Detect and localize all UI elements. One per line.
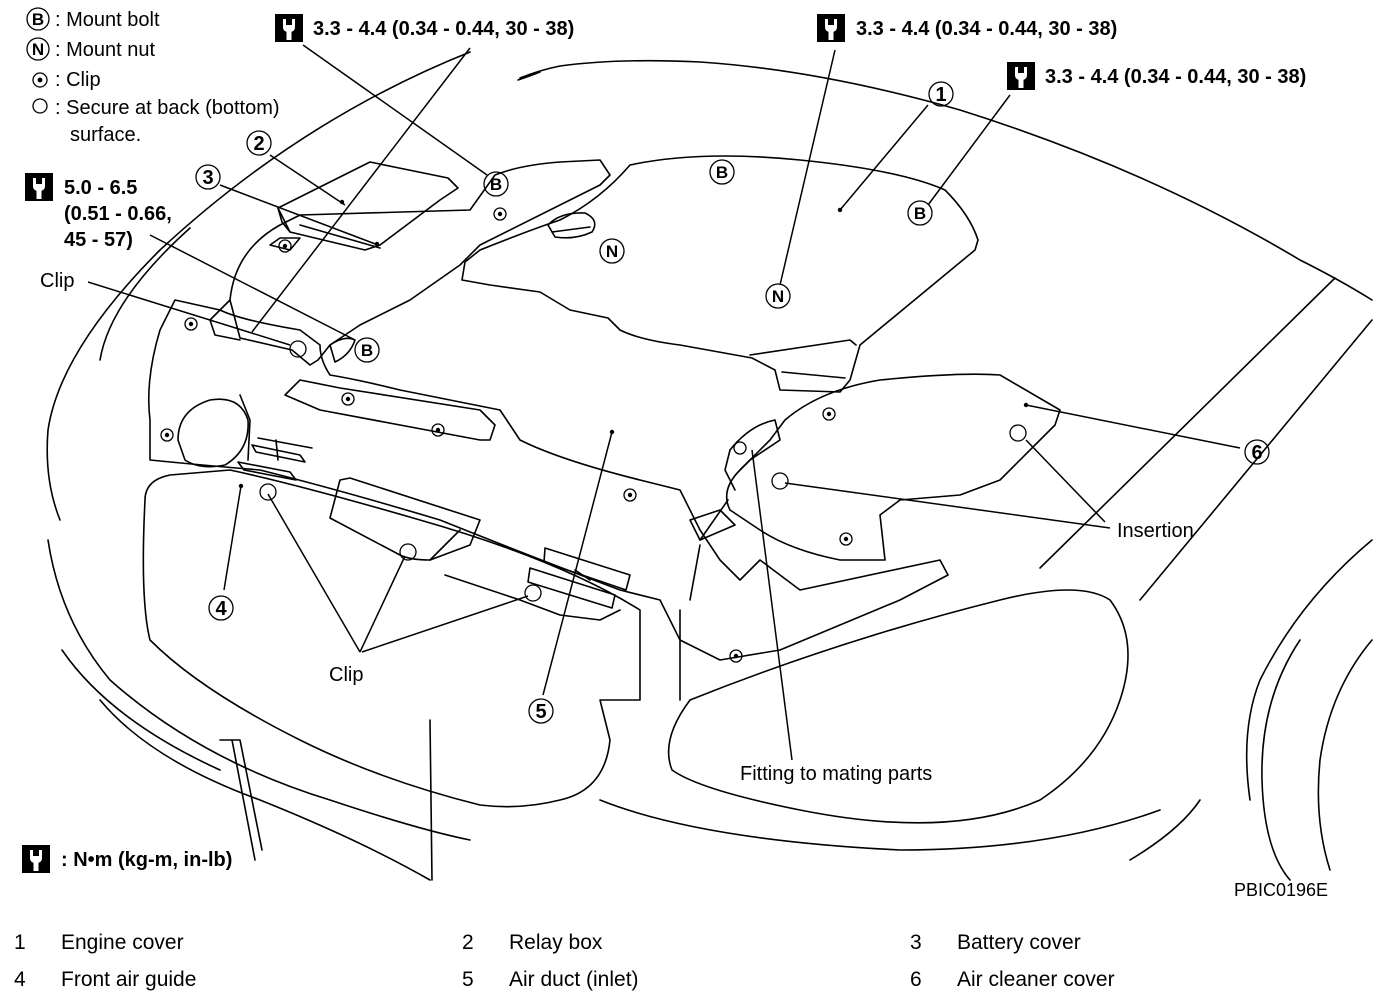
legend-secure-back: : Secure at back (bottom): [55, 97, 280, 119]
mount-bolt-marker: B: [716, 163, 728, 182]
secure-back-marker: [399, 543, 417, 561]
figure-code: PBIC0196E: [1234, 880, 1328, 900]
torque-value-line1: 5.0 - 6.5: [64, 177, 137, 199]
symbol-legend: B : Mount bolt N : Mount nut : Clip : Se…: [26, 7, 280, 146]
mount-nut-marker: N: [606, 242, 618, 261]
clip-marker: [341, 392, 355, 406]
secure-back-marker: [259, 483, 277, 501]
part-number: 2: [462, 931, 474, 954]
clip-marker: [493, 207, 507, 221]
label-fitting: Fitting to mating parts: [740, 763, 932, 785]
torque-wrench-icon: [817, 14, 845, 42]
mount-bolt-marker: B: [490, 175, 502, 194]
secure-back-marker: [1009, 424, 1027, 442]
part-callouts: 1 2 3 4 5 6: [195, 81, 1270, 724]
clip-marker: [431, 423, 445, 437]
clip-markers: [160, 207, 853, 663]
torque-spec-top-left: 3.3 - 4.4 (0.34 - 0.44, 30 - 38): [275, 14, 574, 42]
clip-marker: [839, 532, 853, 546]
torque-value-line2: (0.51 - 0.66,: [64, 203, 172, 225]
relay-box: [269, 161, 459, 251]
part-number: 1: [14, 931, 26, 954]
torque-wrench-icon: [275, 14, 303, 42]
part-name: Air duct (inlet): [509, 968, 639, 991]
torque-value: 3.3 - 4.4 (0.34 - 0.44, 30 - 38): [1045, 66, 1306, 88]
label-clip-upper: Clip: [40, 270, 74, 292]
battery-cover: [209, 159, 611, 366]
secure-back-marker: [524, 584, 542, 602]
clip-marker: [822, 407, 836, 421]
engine-cover: [461, 155, 979, 393]
part-name: Air cleaner cover: [957, 968, 1115, 991]
callout-5: 5: [535, 701, 546, 723]
secure-back-marker: [771, 472, 789, 490]
clip-marker: [729, 649, 743, 663]
mount-bolt-marker: B: [914, 204, 926, 223]
mount-nut-marker: N: [772, 287, 784, 306]
callout-4: 4: [215, 598, 227, 620]
label-clip-lower: Clip: [329, 664, 363, 686]
text-labels: Clip Clip Insertion Fitting to mating pa…: [40, 270, 1194, 785]
torque-value: 3.3 - 4.4 (0.34 - 0.44, 30 - 38): [856, 18, 1117, 40]
secure-back-marker: [289, 340, 307, 358]
part-number: 4: [14, 968, 26, 991]
torque-spec-top-mid: 3.3 - 4.4 (0.34 - 0.44, 30 - 38): [817, 14, 1117, 42]
callout-6: 6: [1251, 442, 1262, 464]
part-name: Battery cover: [957, 931, 1081, 954]
torque-spec-left: 5.0 - 6.5 (0.51 - 0.66, 45 - 57): [25, 173, 172, 251]
torque-spec-top-right: 3.3 - 4.4 (0.34 - 0.44, 30 - 38): [1007, 62, 1306, 90]
torque-value-line3: 45 - 57): [64, 229, 133, 251]
leader-lines: [87, 44, 1241, 761]
label-insertion: Insertion: [1117, 520, 1194, 542]
units-legend: : N•m (kg-m, in-lb): [22, 845, 232, 873]
secure-back-marker: [733, 441, 747, 455]
part-name: Front air guide: [61, 968, 197, 991]
legend-mount-nut: : Mount nut: [55, 39, 156, 61]
secure-back-markers: [259, 340, 1027, 602]
callout-1: 1: [935, 84, 946, 106]
torque-wrench-icon: [22, 845, 50, 873]
front-air-guide: [142, 469, 641, 808]
legend-nut-symbol: N: [32, 40, 44, 59]
clip-marker: [184, 317, 198, 331]
callout-3: 3: [202, 167, 213, 189]
clip-marker: [623, 488, 637, 502]
callout-2: 2: [253, 133, 264, 155]
air-duct-inlet: [147, 299, 949, 701]
bolt-nut-markers: B B B B N N: [354, 159, 933, 363]
part-number: 5: [462, 968, 474, 991]
clip-marker: [278, 239, 292, 253]
legend-bolt-symbol: B: [32, 10, 44, 29]
mount-bolt-marker: B: [361, 341, 373, 360]
part-number: 3: [910, 931, 922, 954]
part-name: Relay box: [509, 931, 603, 954]
vehicle-body-outline: [46, 51, 1373, 881]
torque-wrench-icon: [25, 173, 53, 201]
legend-secure-back-2: surface.: [70, 124, 141, 146]
torque-value: 3.3 - 4.4 (0.34 - 0.44, 30 - 38): [313, 18, 574, 40]
units-text: : N•m (kg-m, in-lb): [61, 849, 232, 871]
part-number: 6: [910, 968, 922, 991]
torque-wrench-icon: [1007, 62, 1035, 90]
clip-marker: [160, 428, 174, 442]
legend-mount-bolt: : Mount bolt: [55, 9, 160, 31]
legend-clip: : Clip: [55, 69, 101, 91]
part-name: Engine cover: [61, 931, 184, 954]
